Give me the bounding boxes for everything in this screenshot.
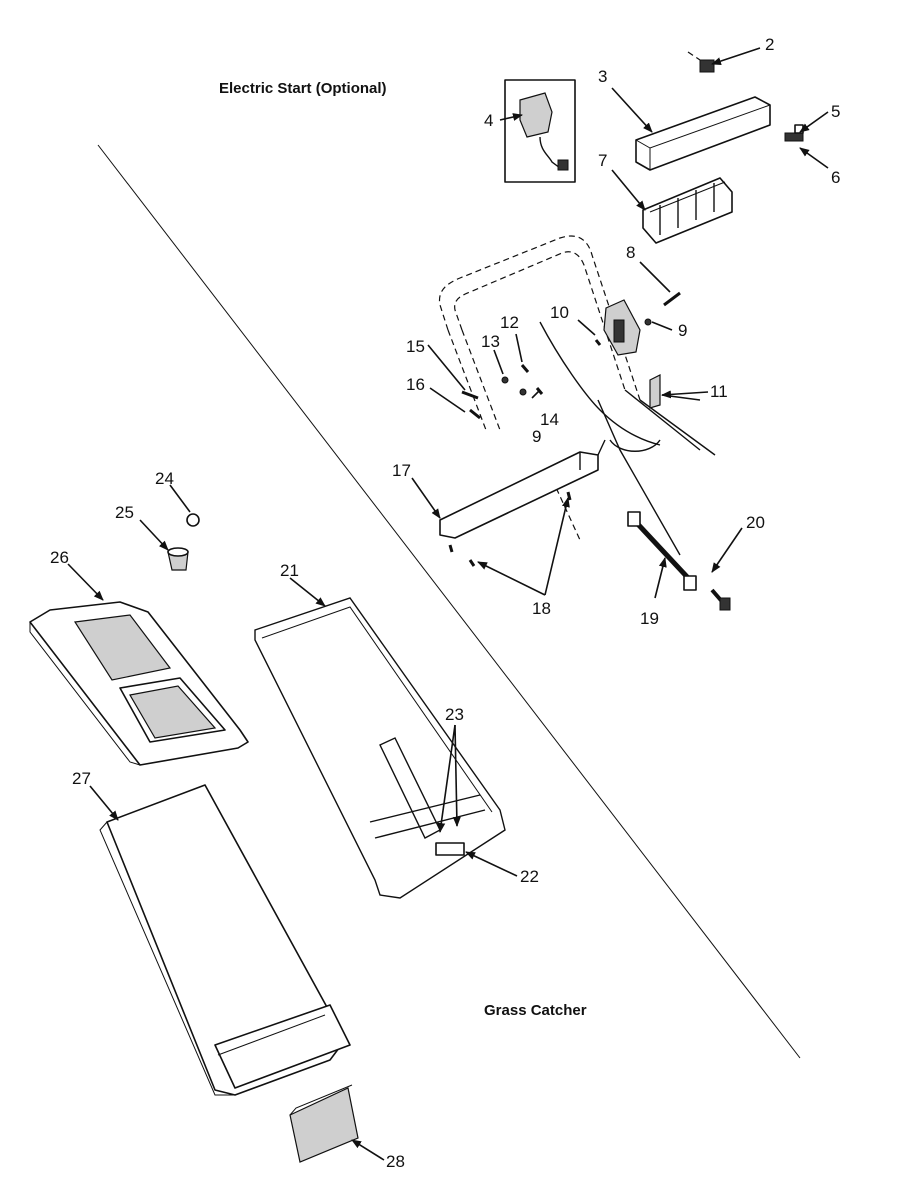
callout-18: 18 xyxy=(532,599,551,618)
callout-25: 25 xyxy=(115,503,134,522)
part-24-ball xyxy=(186,513,200,527)
fasteners-cluster xyxy=(448,291,681,567)
leader-lines xyxy=(67,47,829,1161)
callout-14: 14 xyxy=(540,410,559,429)
callout-9-top: 9 xyxy=(678,321,687,340)
part-20-connector xyxy=(710,588,731,611)
callout-20: 20 xyxy=(746,513,765,532)
callout-26: 26 xyxy=(50,548,69,567)
callout-24: 24 xyxy=(155,469,174,488)
callout-13: 13 xyxy=(481,332,500,351)
callout-3: 3 xyxy=(598,67,607,86)
callout-21: 21 xyxy=(280,561,299,580)
callout-23: 23 xyxy=(445,705,464,724)
part-10-control-switch xyxy=(603,299,641,356)
callout-11: 11 xyxy=(710,382,728,401)
part-3-battery-cover xyxy=(635,96,771,171)
callout-12: 12 xyxy=(500,313,519,332)
part-25-bushing xyxy=(167,547,189,571)
part-11-bracket xyxy=(649,374,701,409)
callout-2: 2 xyxy=(765,35,774,54)
grass-catcher-caption: Grass Catcher xyxy=(484,1002,587,1019)
callout-7: 7 xyxy=(598,151,607,170)
callout-16: 16 xyxy=(406,375,425,394)
callout-28: 28 xyxy=(386,1152,405,1171)
control-cable xyxy=(539,321,681,556)
callout-6: 6 xyxy=(831,168,840,187)
callout-15: 15 xyxy=(406,337,425,356)
section-divider-line xyxy=(97,144,801,1059)
callout-27: 27 xyxy=(72,769,91,788)
callout-9-bottom: 9 xyxy=(532,427,541,446)
callout-5: 5 xyxy=(831,102,840,121)
part-26-rear-cover xyxy=(29,601,249,766)
callout-22: 22 xyxy=(520,867,539,886)
electric-start-caption: Electric Start (Optional) xyxy=(219,80,387,97)
callout-8: 8 xyxy=(626,243,635,262)
part-27-catcher-bag xyxy=(99,784,351,1096)
part-2-screw xyxy=(687,51,715,73)
callout-4: 4 xyxy=(484,111,493,130)
callout-17: 17 xyxy=(392,461,411,480)
part-19-wire-harness xyxy=(627,511,697,591)
part-21-catcher-frame xyxy=(254,597,506,899)
callout-labels: 2 3 4 5 6 7 8 9 9 10 11 12 13 14 15 16 1… xyxy=(50,35,840,1171)
part-4-battery-charger xyxy=(504,79,576,183)
callout-19: 19 xyxy=(640,609,659,628)
upper-handle xyxy=(438,235,641,401)
part-28-deflector xyxy=(289,1084,359,1163)
part-17-crossbar xyxy=(439,439,606,539)
part-7-battery-tray xyxy=(642,177,733,244)
callout-10: 10 xyxy=(550,303,569,322)
part-5-6-screws xyxy=(784,124,804,142)
